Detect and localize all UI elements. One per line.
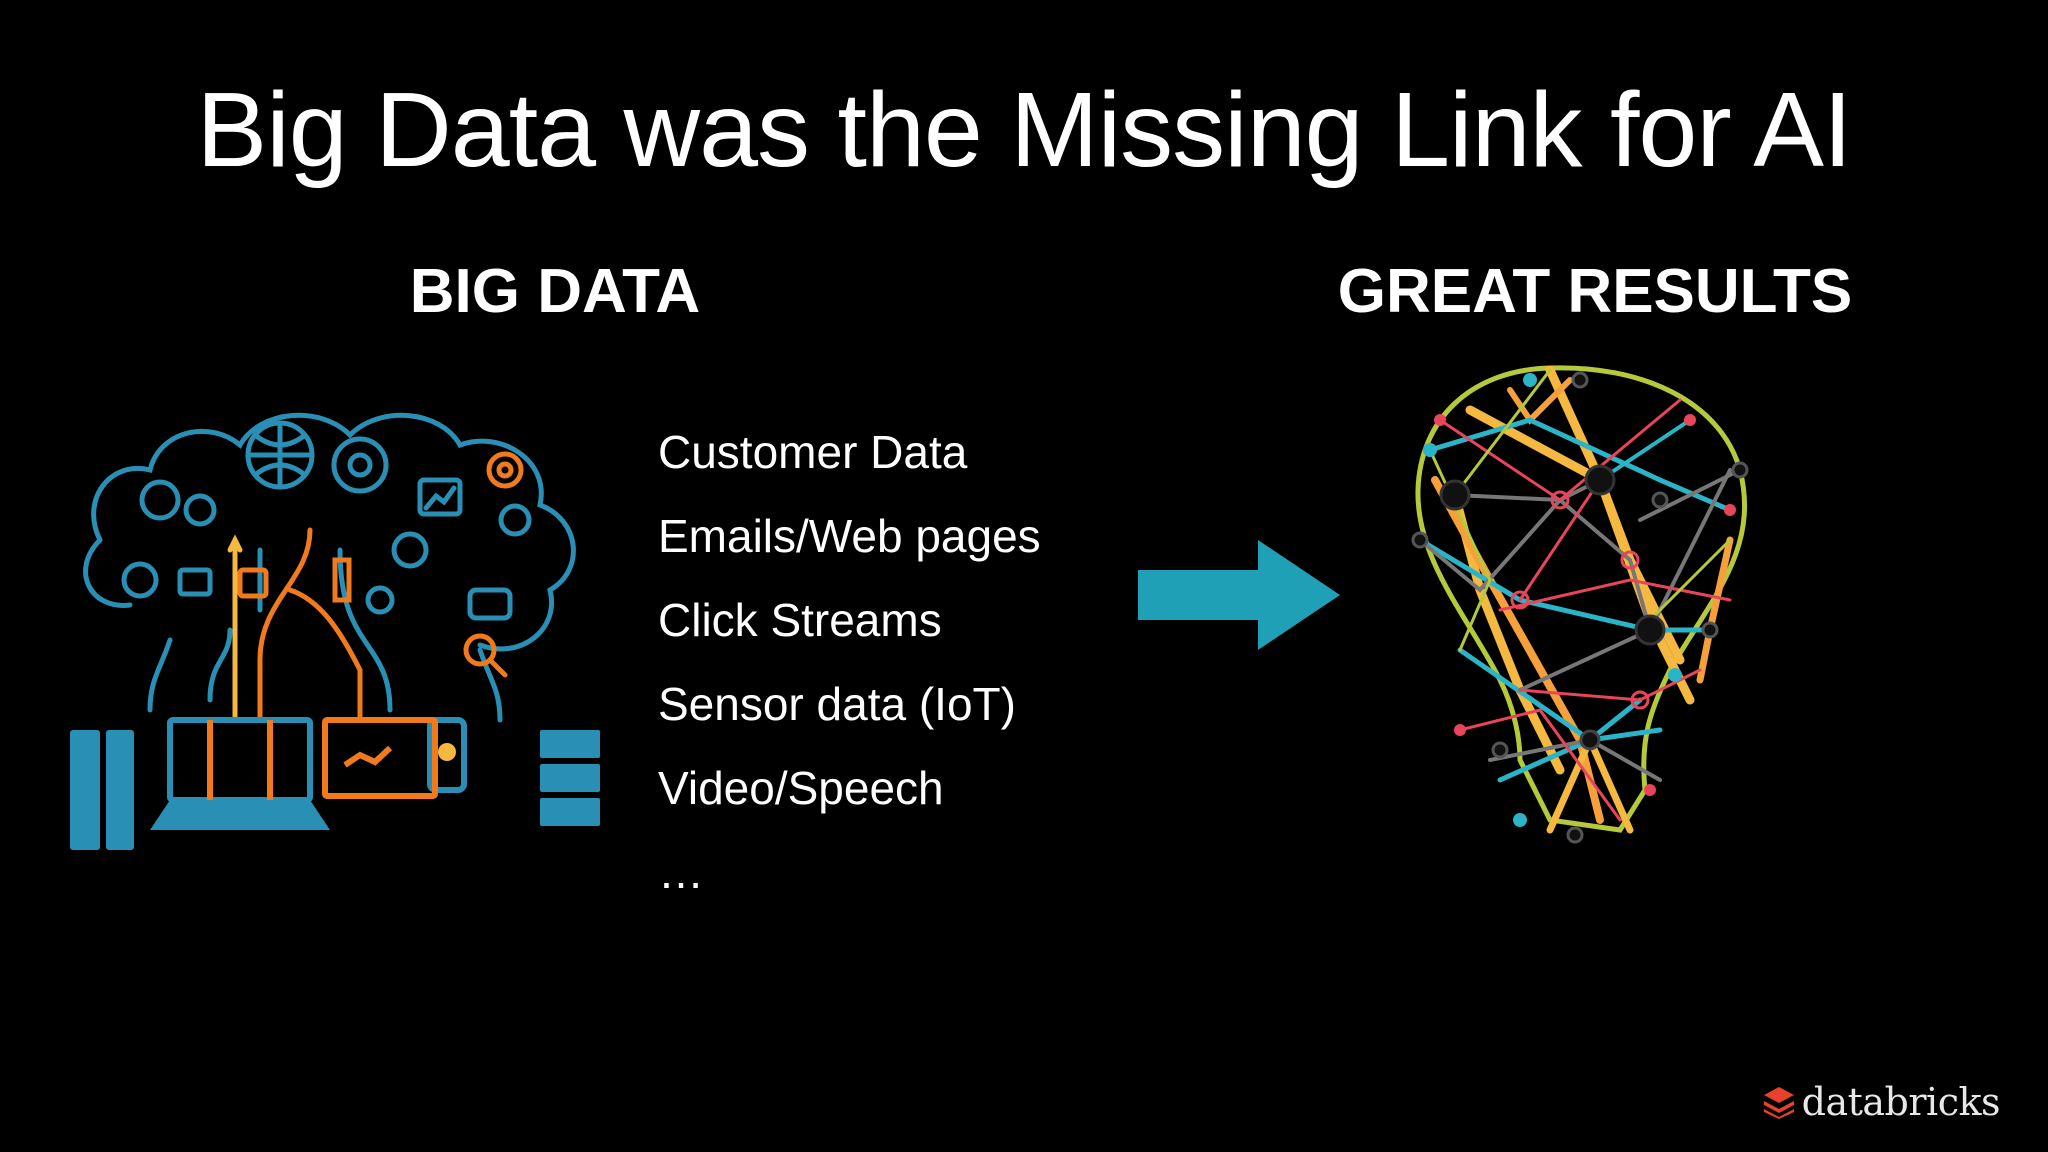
databricks-logo-icon bbox=[1763, 1087, 1794, 1119]
list-item: Sensor data (IoT) bbox=[658, 678, 1016, 730]
network-lightbulb-icon bbox=[1411, 365, 1749, 844]
great-results-heading: GREAT RESULTS bbox=[1337, 257, 1853, 326]
right-arrow-icon bbox=[1138, 540, 1340, 650]
list-item: Emails/Web pages bbox=[658, 510, 1041, 562]
list-item: Click Streams bbox=[658, 594, 942, 646]
brand-name: databricks bbox=[1801, 1080, 2001, 1124]
data-sources-list: Customer Data Emails/Web pages Click Str… bbox=[658, 410, 1041, 914]
list-item: Video/Speech bbox=[658, 762, 944, 814]
big-data-heading: BIG DATA bbox=[409, 257, 701, 326]
slide-title: Big Data was the Missing Link for AI bbox=[196, 71, 1853, 189]
databricks-brand: databricks bbox=[1762, 1080, 2001, 1124]
list-item: … bbox=[658, 846, 704, 898]
big-data-collage-icon bbox=[70, 412, 600, 850]
list-item: Customer Data bbox=[658, 426, 968, 478]
